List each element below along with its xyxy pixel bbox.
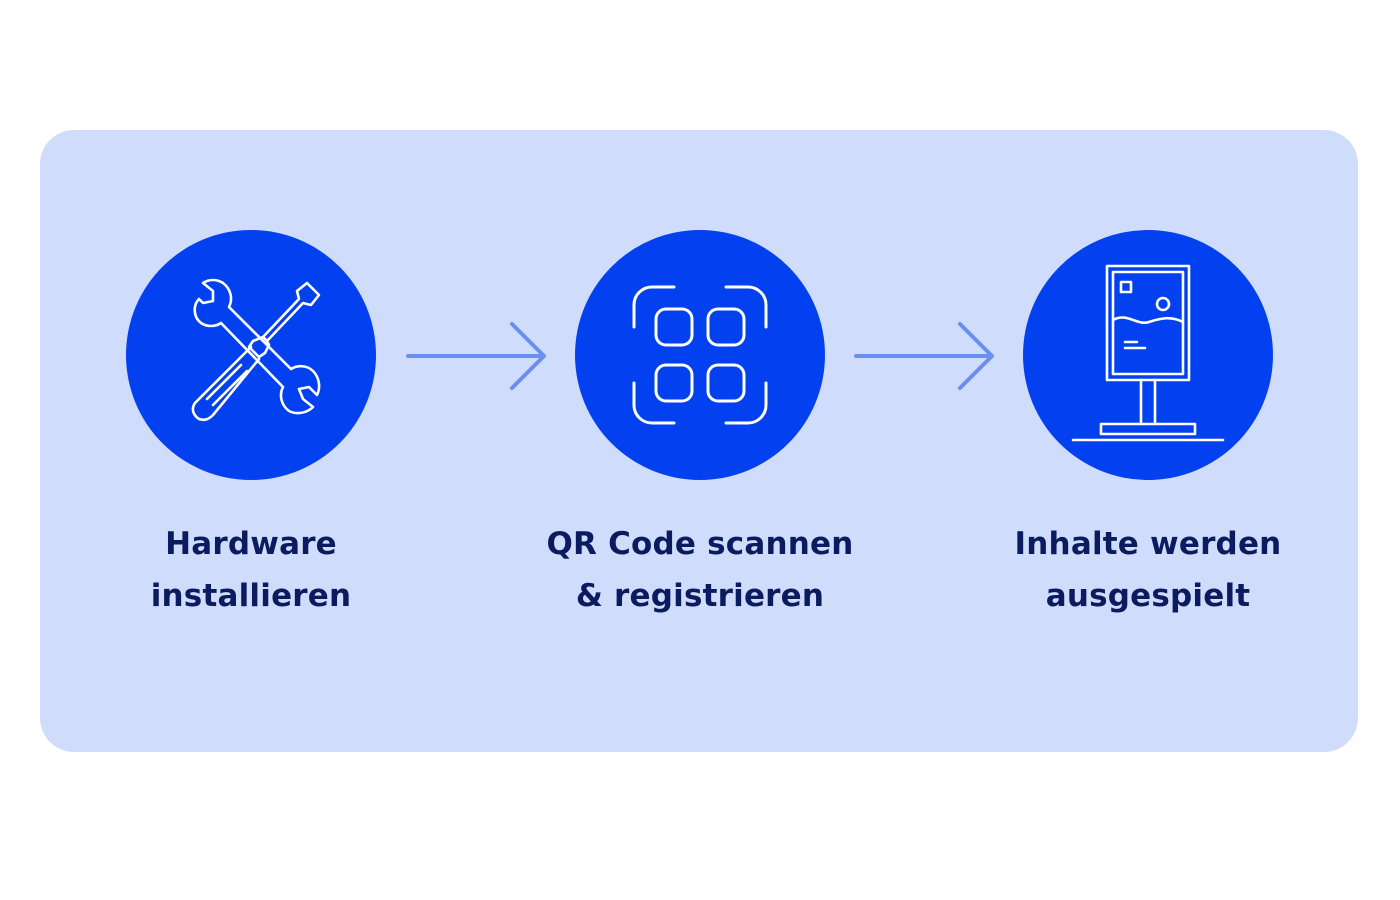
step-label-line1: Inhalte werden <box>1014 526 1282 562</box>
step-label-line1: Hardware <box>165 526 337 562</box>
arrow-right-icon <box>854 322 994 390</box>
step-label-line2: ausgespielt <box>1045 578 1251 614</box>
step-label-line1: QR Code scannen <box>546 526 854 562</box>
step-label: QR Code scannen & registrieren <box>520 518 880 622</box>
step-icon-circle <box>126 230 376 480</box>
step-icon-circle <box>1023 230 1273 480</box>
step-content-playback: Inhalte werden ausgespielt <box>968 230 1328 622</box>
display-stand-icon <box>1071 264 1225 442</box>
step-label: Hardware installieren <box>71 518 431 622</box>
step-label-line2: & registrieren <box>575 578 825 614</box>
arrow-right-icon <box>406 322 546 390</box>
step-label-line2: installieren <box>150 578 352 614</box>
step-qr-code: QR Code scannen & registrieren <box>520 230 880 622</box>
step-label: Inhalte werden ausgespielt <box>968 518 1328 622</box>
step-hardware: Hardware installieren <box>71 230 431 622</box>
qr-scan-icon <box>632 285 768 425</box>
process-panel: Hardware installieren <box>40 130 1358 752</box>
step-icon-circle <box>575 230 825 480</box>
wrench-screwdriver-icon <box>191 278 321 422</box>
